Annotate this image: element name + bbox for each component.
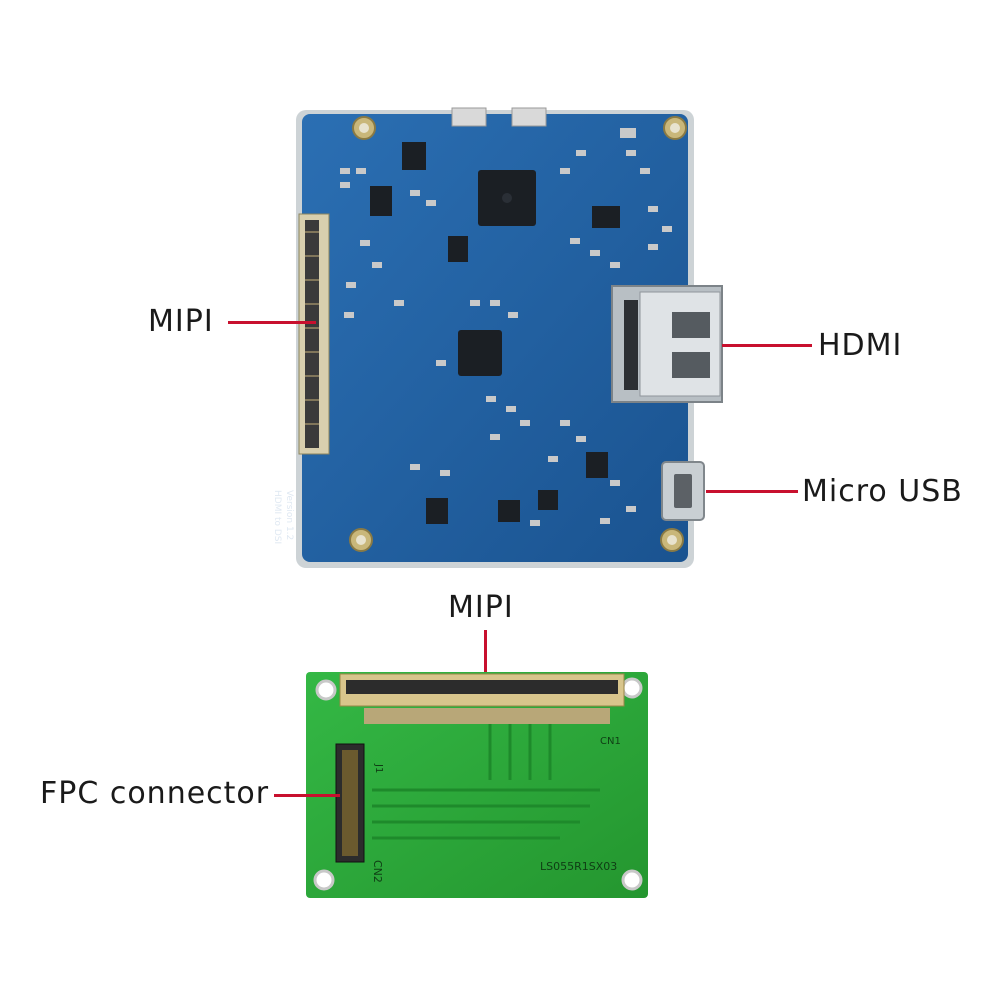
chip-marker <box>502 193 512 203</box>
top-connector-2 <box>511 107 547 127</box>
label-mipi-adapter: MIPI <box>448 590 514 625</box>
silkscreen-j1: J1 <box>373 764 384 774</box>
leader-mipi-main <box>228 321 316 324</box>
label-mipi-main: MIPI <box>148 304 214 339</box>
smd-components <box>340 128 672 526</box>
mipi-connector <box>298 213 330 455</box>
adapter-board-pcb <box>306 672 648 898</box>
micro-usb-port <box>661 461 705 521</box>
silkscreen-cn2: CN2 <box>371 860 384 883</box>
adapter-mipi-connector <box>339 673 625 724</box>
adapter-board <box>306 672 648 898</box>
pcb-traces <box>372 724 600 840</box>
leader-hdmi <box>722 344 812 347</box>
silkscreen-board-name: HDMI to DSI <box>272 490 282 545</box>
adapter-fpc-connector <box>335 743 365 863</box>
label-micro-usb: Micro USB <box>802 474 963 509</box>
top-connector-1 <box>451 107 487 127</box>
label-fpc-connector: FPC connector <box>40 776 270 811</box>
silkscreen-adapter-code: LS055R1SX03 <box>540 860 618 873</box>
silkscreen-version: Version 1.2 <box>284 490 294 541</box>
leader-fpc-connector <box>274 794 340 797</box>
hdmi-port <box>611 285 723 403</box>
label-hdmi: HDMI <box>818 328 903 363</box>
silkscreen-cn1: CN1 <box>600 736 621 747</box>
leader-mipi-adapter <box>484 630 487 672</box>
leader-micro-usb <box>706 490 798 493</box>
hdmi-board <box>296 107 723 568</box>
